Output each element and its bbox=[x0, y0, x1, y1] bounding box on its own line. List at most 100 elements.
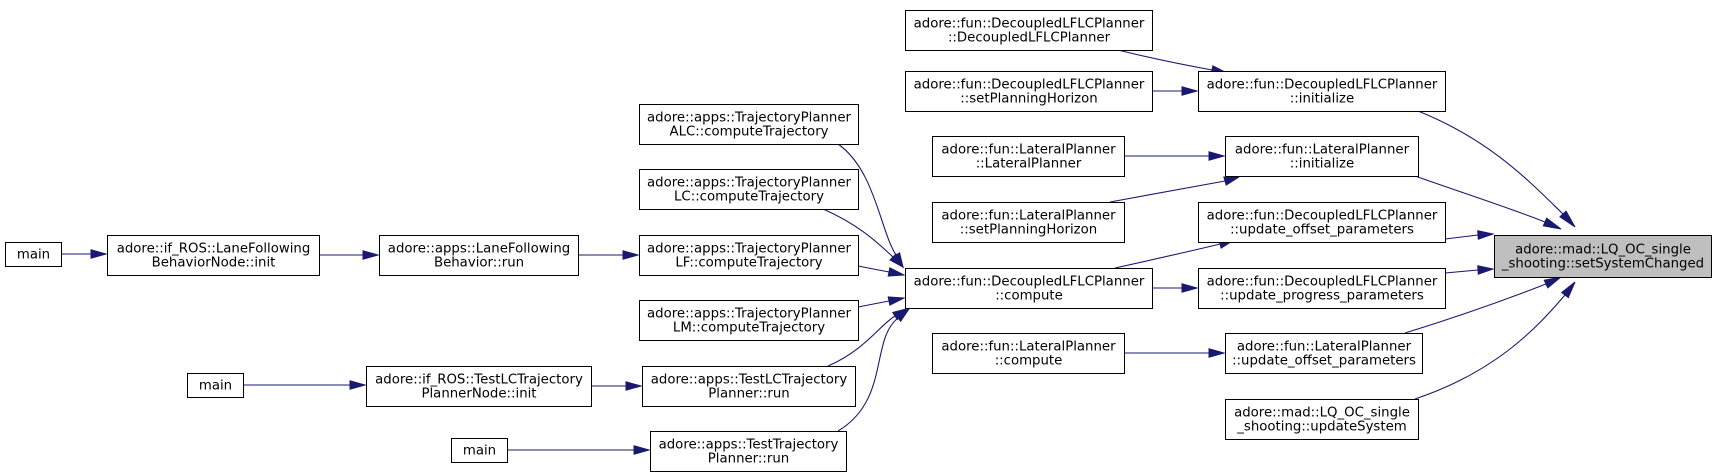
node-label-line: adore::fun::DecoupledLFLCPlanner bbox=[914, 78, 1145, 93]
node-label-line: adore::if_ROS::LaneFollowing bbox=[117, 242, 311, 257]
node-label-line: adore::fun::DecoupledLFLCPlanner bbox=[1207, 209, 1438, 224]
node-updsys[interactable]: adore::mad::LQ_OC_single_shooting::updat… bbox=[1225, 399, 1419, 440]
node-label-line: Planner::run bbox=[708, 452, 789, 467]
edge-arrowhead bbox=[1208, 348, 1226, 358]
edge-line bbox=[1414, 175, 1546, 223]
node-label-line: Planner::run bbox=[708, 387, 789, 402]
node-root[interactable]: adore::mad::LQ_OC_single_shooting::setSy… bbox=[1494, 235, 1712, 278]
edge-line bbox=[1109, 180, 1226, 203]
node-label-line: adore::fun::DecoupledLFLCPlanner bbox=[1207, 275, 1438, 290]
edge-arrowhead bbox=[889, 253, 905, 269]
node-lat-init[interactable]: adore::fun::LateralPlanner::initialize bbox=[1225, 136, 1419, 177]
node-label-line: adore::fun::DecoupledLFLCPlanner bbox=[1207, 78, 1438, 93]
node-label-line: adore::apps::TrajectoryPlanner bbox=[647, 307, 852, 322]
edge-line bbox=[837, 317, 899, 432]
node-box bbox=[1198, 268, 1446, 309]
node-lat-uop[interactable]: adore::fun::LateralPlanner::update_offse… bbox=[1225, 333, 1423, 374]
node-box bbox=[905, 10, 1153, 51]
node-label-line: adore::fun::LateralPlanner bbox=[1235, 143, 1410, 158]
node-dlfc-sph[interactable]: adore::fun::DecoupledLFLCPlanner::setPla… bbox=[905, 71, 1153, 112]
node-dlfc-ctor[interactable]: adore::fun::DecoupledLFLCPlanner::Decoup… bbox=[905, 10, 1153, 51]
edges-layer bbox=[61, 49, 1576, 455]
edge-updsys-to-root bbox=[1414, 281, 1576, 400]
node-tp-lc[interactable]: adore::apps::TrajectoryPlannerLC::comput… bbox=[639, 169, 859, 210]
edge-arrowhead bbox=[1223, 176, 1241, 186]
node-box bbox=[1225, 333, 1423, 374]
node-box bbox=[187, 373, 244, 398]
node-label-line: main bbox=[199, 379, 232, 394]
node-main1[interactable]: main bbox=[5, 242, 62, 267]
node-label-line: ALC::computeTrajectory bbox=[669, 125, 828, 140]
edge-line bbox=[1414, 294, 1566, 400]
nodes-layer: adore::mad::LQ_OC_single_shooting::setSy… bbox=[5, 10, 1712, 472]
edge-arrowhead bbox=[1181, 283, 1199, 293]
edge-arrowhead bbox=[349, 380, 367, 390]
node-lat-ctor[interactable]: adore::fun::LateralPlanner::LateralPlann… bbox=[932, 136, 1125, 177]
node-dlfc-compute[interactable]: adore::fun::DecoupledLFLCPlanner::comput… bbox=[905, 268, 1153, 309]
edge-main2-to-tlcn_init bbox=[243, 380, 367, 390]
edge-arrowhead bbox=[633, 445, 651, 455]
node-label-line: adore::fun::LateralPlanner bbox=[1237, 340, 1412, 355]
edge-dlfc_uop-to-root bbox=[1444, 230, 1495, 240]
node-label-line: LM::computeTrajectory bbox=[673, 321, 825, 336]
edge-arrowhead bbox=[625, 381, 643, 391]
node-main3[interactable]: main bbox=[451, 438, 508, 463]
edge-lat_sph-to-lat_init bbox=[1109, 176, 1241, 203]
edge-line bbox=[1444, 234, 1479, 240]
node-tp-lf[interactable]: adore::apps::TrajectoryPlannerLF::comput… bbox=[639, 235, 859, 276]
node-label-line: adore::apps::TestLCTrajectory bbox=[651, 373, 848, 388]
edge-line bbox=[857, 300, 890, 308]
node-label-line: adore::mad::LQ_OC_single bbox=[1234, 406, 1410, 421]
edge-arrowhead bbox=[1542, 217, 1562, 230]
edge-arrowhead bbox=[1559, 210, 1576, 228]
edge-ttp_run-to-dlfc_compute bbox=[837, 307, 911, 432]
node-dlfc-upp[interactable]: adore::fun::DecoupledLFLCPlanner::update… bbox=[1198, 268, 1446, 309]
edge-line bbox=[1404, 283, 1547, 334]
node-label-line: ::compute bbox=[995, 354, 1063, 369]
node-label-line: ::initialize bbox=[1290, 157, 1354, 172]
node-label-line: adore::fun::LateralPlanner bbox=[941, 340, 1116, 355]
node-tlc-run[interactable]: adore::apps::TestLCTrajectoryPlanner::ru… bbox=[642, 366, 856, 407]
node-box bbox=[905, 71, 1153, 112]
edge-lfbn_init-to-lfb_run bbox=[319, 250, 380, 260]
edge-dlfc_compute-to-dlfc_upp bbox=[1152, 283, 1199, 293]
edge-lfb_run-to-tp_lf bbox=[578, 250, 640, 260]
node-label-line: adore::fun::LateralPlanner bbox=[941, 209, 1116, 224]
node-dlfc-init[interactable]: adore::fun::DecoupledLFLCPlanner::initia… bbox=[1198, 71, 1446, 112]
node-label-line: adore::fun::DecoupledLFLCPlanner bbox=[914, 275, 1145, 290]
node-box bbox=[932, 202, 1125, 243]
node-box bbox=[366, 366, 592, 407]
node-box bbox=[639, 104, 859, 145]
node-label-line: adore::apps::LaneFollowing bbox=[388, 242, 570, 257]
edge-dlfc_compute-to-dlfc_uop bbox=[1114, 239, 1236, 269]
edge-lat_ctor-to-lat_init bbox=[1124, 151, 1226, 161]
node-label-line: ::initialize bbox=[1290, 92, 1354, 107]
node-lfbn-init[interactable]: adore::if_ROS::LaneFollowingBehaviorNode… bbox=[107, 235, 320, 276]
node-box bbox=[650, 431, 847, 472]
node-box bbox=[642, 366, 856, 407]
edge-arrowhead bbox=[887, 267, 906, 277]
edge-dlfc_sph-to-dlfc_init bbox=[1152, 86, 1199, 96]
node-lat-sph[interactable]: adore::fun::LateralPlanner::setPlanningH… bbox=[932, 202, 1125, 243]
node-label-line: adore::apps::TrajectoryPlanner bbox=[647, 242, 852, 257]
edge-line bbox=[827, 315, 896, 367]
node-tlcn-init[interactable]: adore::if_ROS::TestLCTrajectoryPlannerNo… bbox=[366, 366, 592, 407]
node-box bbox=[932, 136, 1125, 177]
edge-lat_uop-to-root bbox=[1404, 276, 1562, 334]
node-label-line: main bbox=[463, 444, 496, 459]
node-dlfc-uop[interactable]: adore::fun::DecoupledLFLCPlanner::update… bbox=[1198, 202, 1446, 243]
node-box bbox=[1198, 71, 1446, 112]
node-main2[interactable]: main bbox=[187, 373, 244, 398]
edge-main3-to-ttp_run bbox=[507, 445, 651, 455]
node-label-line: Behavior::run bbox=[434, 256, 524, 271]
node-box bbox=[932, 333, 1125, 374]
node-box bbox=[639, 169, 859, 210]
edge-line bbox=[1117, 49, 1213, 71]
node-tp-lm[interactable]: adore::apps::TrajectoryPlannerLM::comput… bbox=[639, 300, 859, 341]
edge-arrowhead bbox=[1477, 265, 1495, 275]
node-tp-alc[interactable]: adore::apps::TrajectoryPlannerALC::compu… bbox=[639, 104, 859, 145]
node-lat-compute[interactable]: adore::fun::LateralPlanner::compute bbox=[932, 333, 1125, 374]
